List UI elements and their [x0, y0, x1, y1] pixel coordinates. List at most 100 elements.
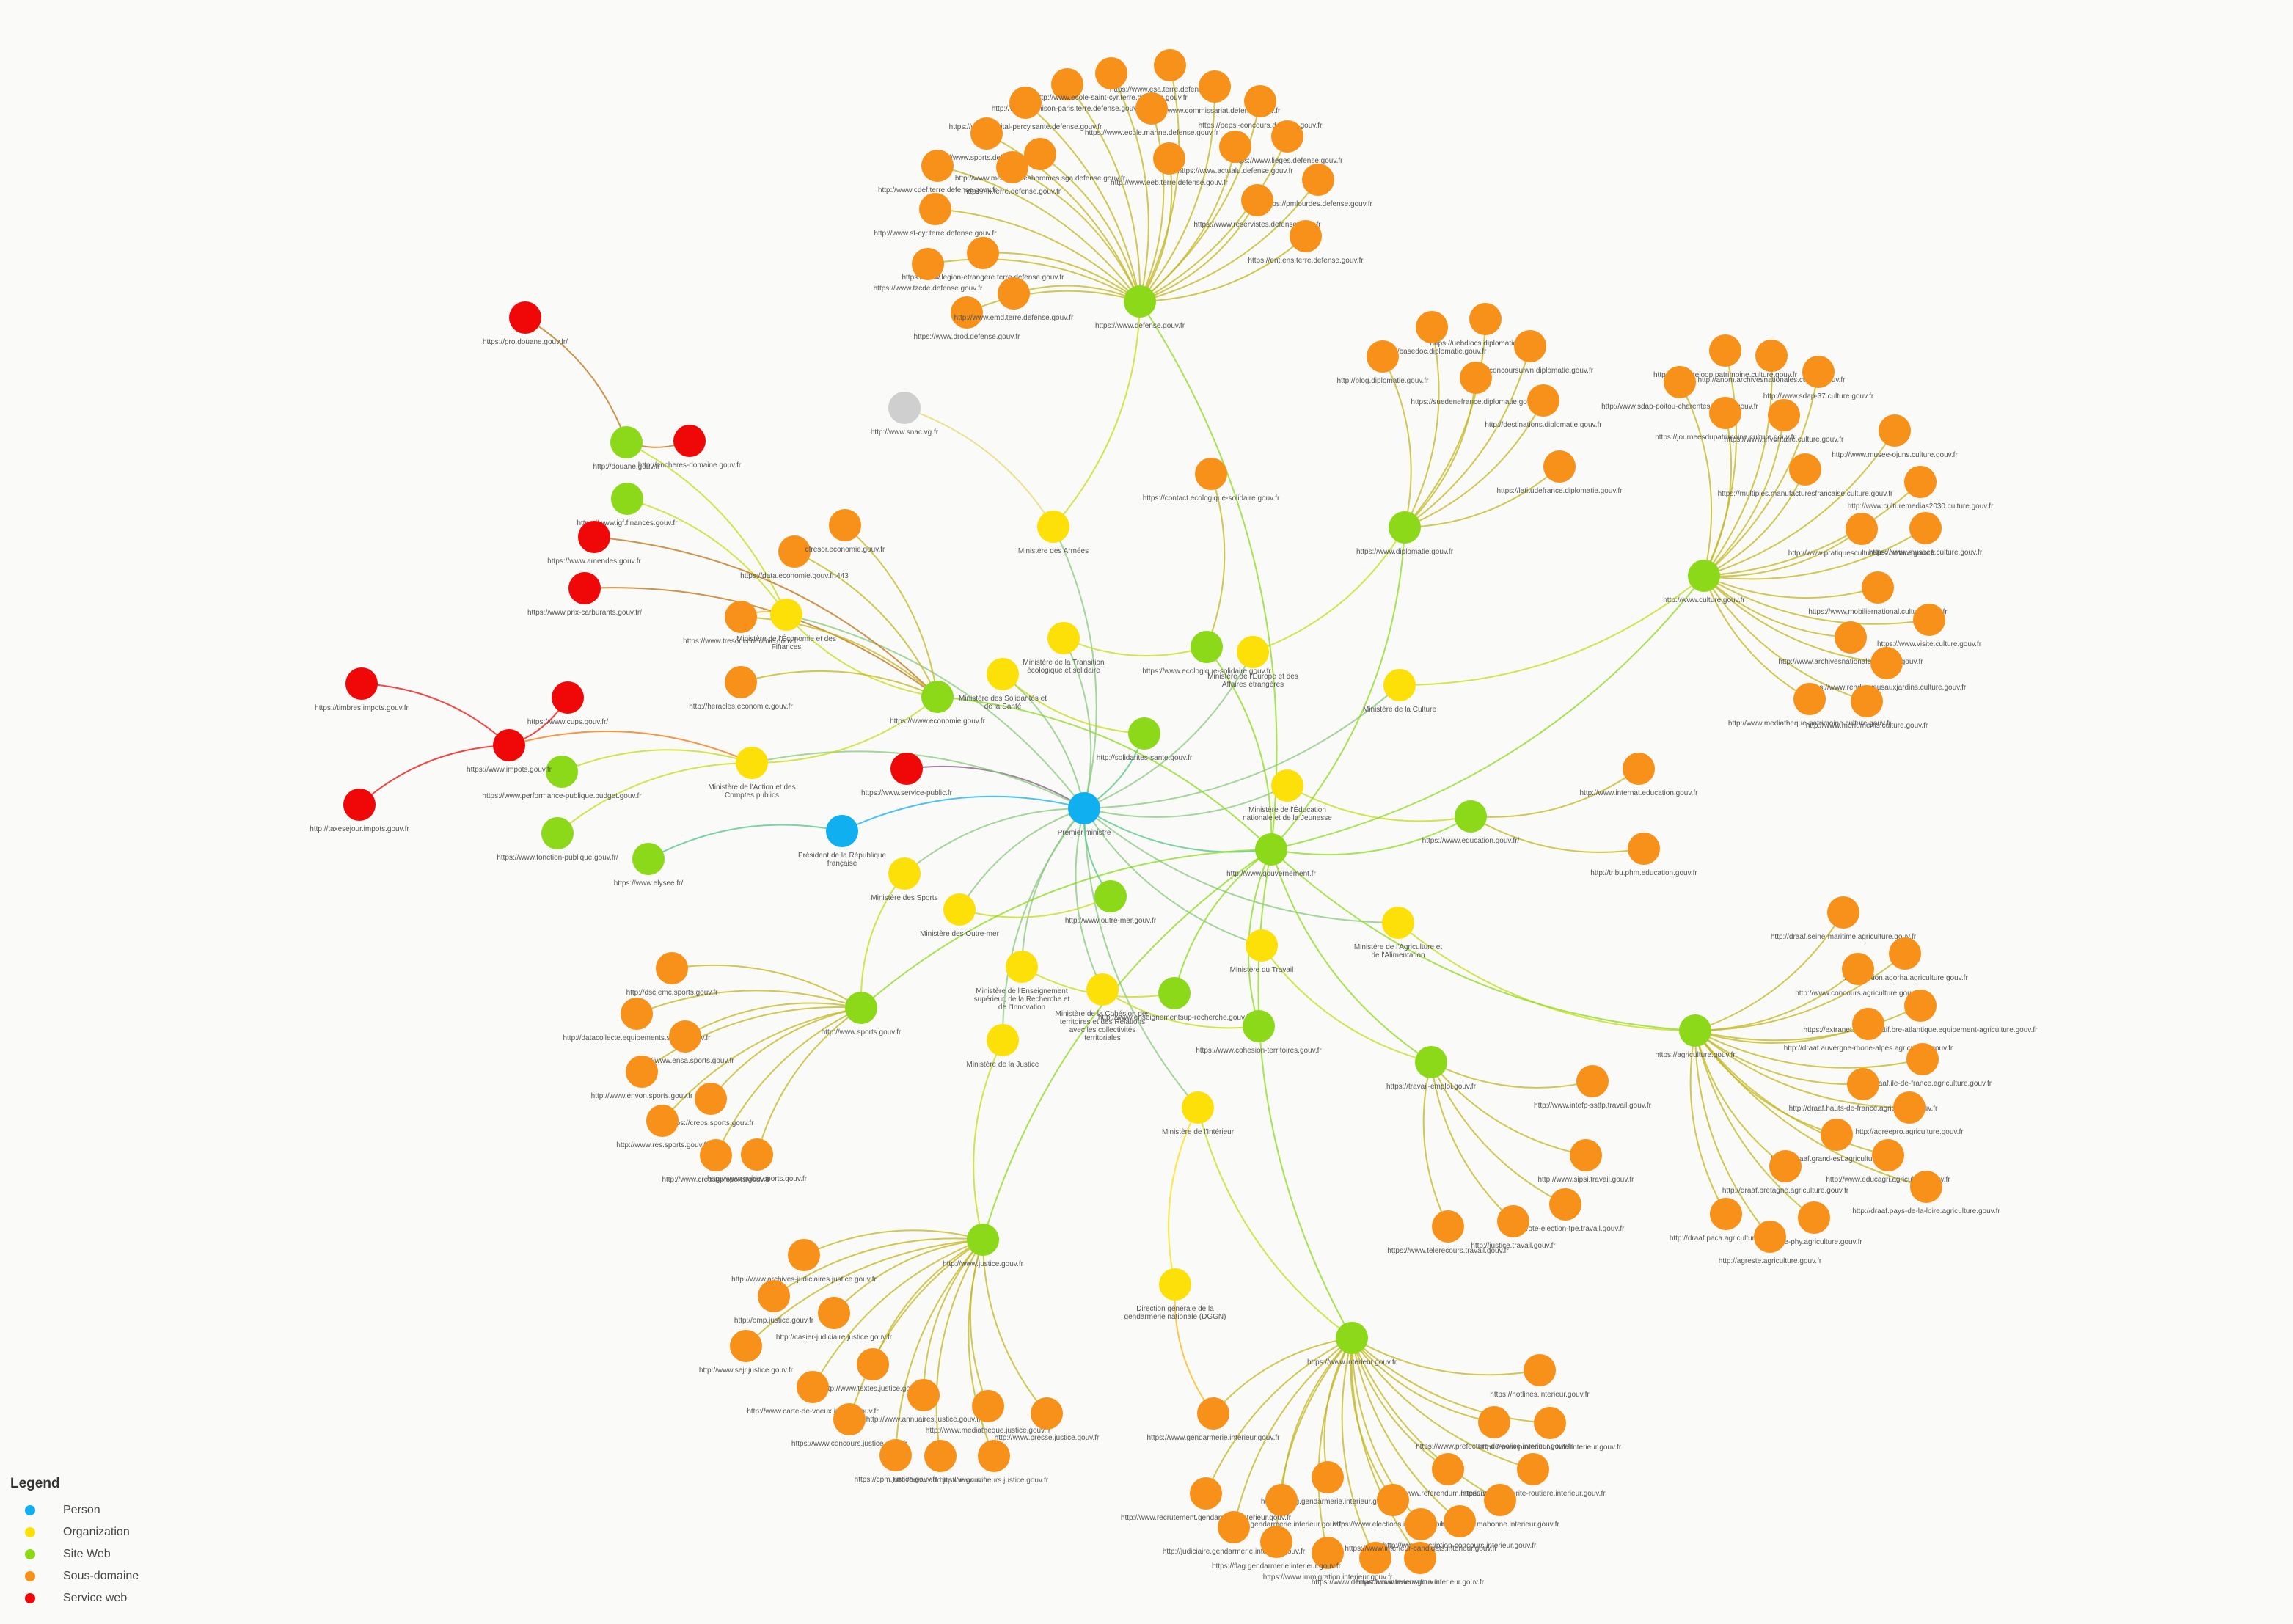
- node-circle[interactable]: [818, 1297, 850, 1329]
- node-circle[interactable]: [578, 521, 610, 553]
- node-circle[interactable]: [1124, 285, 1156, 318]
- node-subdomain[interactable]: http://www.carte-de-voeux.justice.gouv.f…: [747, 1371, 879, 1416]
- node-site[interactable]: http://www.outre-mer.gouv.fr: [1065, 880, 1157, 925]
- node-circle[interactable]: [919, 193, 951, 225]
- node-circle[interactable]: [1664, 366, 1696, 398]
- node-subdomain[interactable]: http://www.garnison-paris.terre.defense.…: [992, 68, 1144, 113]
- node-subdomain[interactable]: https://latitudefrance.diplomatie.gouv.f…: [1496, 450, 1623, 495]
- node-unknown[interactable]: http://www.snac.vg.fr: [871, 392, 939, 436]
- node-circle[interactable]: [1190, 1477, 1222, 1510]
- node-circle[interactable]: [1444, 1505, 1476, 1537]
- node-circle[interactable]: [626, 1056, 658, 1088]
- node-site[interactable]: https://travail-emploi.gouv.fr: [1386, 1046, 1477, 1091]
- node-circle[interactable]: [998, 277, 1030, 310]
- node-subdomain[interactable]: https://www.sports.defense.gouv.fr: [931, 117, 1043, 162]
- node-circle[interactable]: [1709, 397, 1741, 429]
- node-circle[interactable]: [1910, 1171, 1942, 1203]
- node-subdomain[interactable]: http://www.memoiredeshommes.sga.defense.…: [955, 138, 1126, 183]
- node-site[interactable]: https://www.elysee.fr/: [614, 843, 684, 888]
- node-organization[interactable]: Ministère de l'Intérieur: [1162, 1091, 1235, 1136]
- node-circle[interactable]: [1909, 512, 1942, 544]
- node-circle[interactable]: [987, 658, 1019, 690]
- node-circle[interactable]: [1086, 973, 1119, 1006]
- node-subdomain[interactable]: https://www.elections.interieur.gouv.fr: [1333, 1484, 1454, 1529]
- node-subdomain[interactable]: https://www.prefecture-de-police.interie…: [1416, 1406, 1573, 1451]
- node-circle[interactable]: [1377, 1484, 1409, 1516]
- node-circle[interactable]: [758, 1280, 790, 1312]
- node-circle[interactable]: [1404, 1542, 1436, 1574]
- node-subdomain[interactable]: http://www.mineurs.justice.gouv.fr: [940, 1440, 1049, 1485]
- node-subdomain[interactable]: http://www.textes.justice.gouv.fr: [822, 1348, 924, 1393]
- node-subdomain[interactable]: http://www.inscription-concours.interieu…: [1383, 1505, 1537, 1550]
- node-circle[interactable]: [1517, 1453, 1549, 1485]
- node-subdomain[interactable]: http://www.educagri.agriculture.gouv.fr: [1826, 1139, 1950, 1184]
- node-circle[interactable]: [1754, 1221, 1786, 1253]
- node-subdomain[interactable]: http://org.gendarmerie.interieur.gouv.fr: [1219, 1484, 1344, 1529]
- node-circle[interactable]: [1576, 1065, 1609, 1097]
- node-circle[interactable]: [1846, 513, 1878, 545]
- node-circle[interactable]: [1153, 142, 1185, 175]
- node-subdomain[interactable]: http://www.res.sports.gouv.fr: [616, 1105, 709, 1149]
- node-circle[interactable]: [541, 817, 574, 849]
- node-subdomain[interactable]: https://contact.ecologique-solidaire.gou…: [1143, 458, 1280, 502]
- node-circle[interactable]: [1302, 164, 1334, 196]
- node-circle[interactable]: [1128, 717, 1160, 750]
- node-site[interactable]: https://www.interieur.gouv.fr: [1307, 1322, 1397, 1367]
- node-organization[interactable]: Ministère des Armées: [1018, 511, 1089, 555]
- node-circle[interactable]: [568, 572, 601, 604]
- node-circle[interactable]: [967, 1224, 999, 1256]
- node-circle[interactable]: [1679, 1014, 1711, 1047]
- node-subdomain[interactable]: https://www.gendarmerie.interieur.gouv.f…: [1146, 1397, 1280, 1442]
- node-circle[interactable]: [343, 789, 376, 821]
- node-circle[interactable]: [546, 756, 578, 788]
- node-circle[interactable]: [725, 666, 757, 698]
- node-circle[interactable]: [1827, 896, 1859, 929]
- node-site[interactable]: https://www.igf.finances.gouv.fr: [577, 483, 678, 527]
- node-circle[interactable]: [1389, 511, 1421, 544]
- node-circle[interactable]: [1628, 833, 1660, 865]
- node-subdomain[interactable]: https://www.demarches.interieur.gouv.fr: [1312, 1542, 1440, 1587]
- node-circle[interactable]: [1265, 1484, 1298, 1516]
- node-site[interactable]: https://www.economie.gouv.fr: [890, 681, 986, 725]
- node-circle[interactable]: [1906, 1043, 1939, 1075]
- node-circle[interactable]: [1312, 1461, 1344, 1493]
- node-circle[interactable]: [1271, 769, 1303, 802]
- node-circle[interactable]: [1549, 1188, 1581, 1221]
- node-subdomain[interactable]: http://www.musee-ojuns.culture.gouv.fr: [1832, 414, 1958, 459]
- node-circle[interactable]: [845, 992, 877, 1024]
- node-subdomain[interactable]: http://www.pratiquesculturelles.culture.…: [1788, 513, 1936, 557]
- node-subdomain[interactable]: http://justice.travail.gouv.fr: [1471, 1205, 1556, 1250]
- node-circle[interactable]: [1154, 49, 1186, 81]
- node-person[interactable]: Premier ministre: [1058, 792, 1111, 837]
- node-subdomain[interactable]: https://ent.ens.terre.defense.gouv.fr: [1248, 220, 1364, 265]
- node-circle[interactable]: [1415, 1046, 1447, 1078]
- node-circle[interactable]: [1006, 951, 1038, 983]
- node-service[interactable]: https://pro.douane.gouv.fr/: [483, 301, 568, 346]
- node-circle[interactable]: [1904, 990, 1937, 1022]
- node-subdomain[interactable]: http://draaf.pays-de-la-loire.agricultur…: [1852, 1171, 2000, 1215]
- node-circle[interactable]: [1024, 138, 1056, 170]
- node-subdomain[interactable]: http://www.sipsi.travail.gouv.fr: [1538, 1139, 1635, 1184]
- node-subdomain[interactable]: https://www.immigration.interieur.gouv.f…: [1263, 1537, 1393, 1581]
- node-circle[interactable]: [725, 601, 757, 633]
- node-site[interactable]: https://www.ecologique-solidaire.gouv.fr: [1142, 631, 1271, 676]
- node-circle[interactable]: [1904, 466, 1937, 498]
- node-circle[interactable]: [695, 1083, 727, 1115]
- node-subdomain[interactable]: https://www.legion-etrangere.terre.defen…: [902, 237, 1064, 282]
- node-circle[interactable]: [921, 681, 954, 713]
- node-circle[interactable]: [610, 426, 643, 458]
- node-circle[interactable]: [1709, 334, 1741, 367]
- node-subdomain[interactable]: http://www.sdap-37.culture.gouv.fr: [1763, 356, 1874, 400]
- node-subdomain[interactable]: https://www.telerecours.travail.gouv.fr: [1387, 1210, 1509, 1255]
- node-subdomain[interactable]: http://blog.diplomatie.gouv.fr: [1337, 340, 1430, 385]
- node-circle[interactable]: [646, 1105, 679, 1137]
- node-circle[interactable]: [1336, 1322, 1368, 1354]
- node-circle[interactable]: [1047, 622, 1080, 654]
- node-circle[interactable]: [1793, 683, 1826, 715]
- node-subdomain[interactable]: http://www.st-cyr.terre.defense.gouv.fr: [874, 193, 997, 238]
- node-circle[interactable]: [826, 815, 858, 847]
